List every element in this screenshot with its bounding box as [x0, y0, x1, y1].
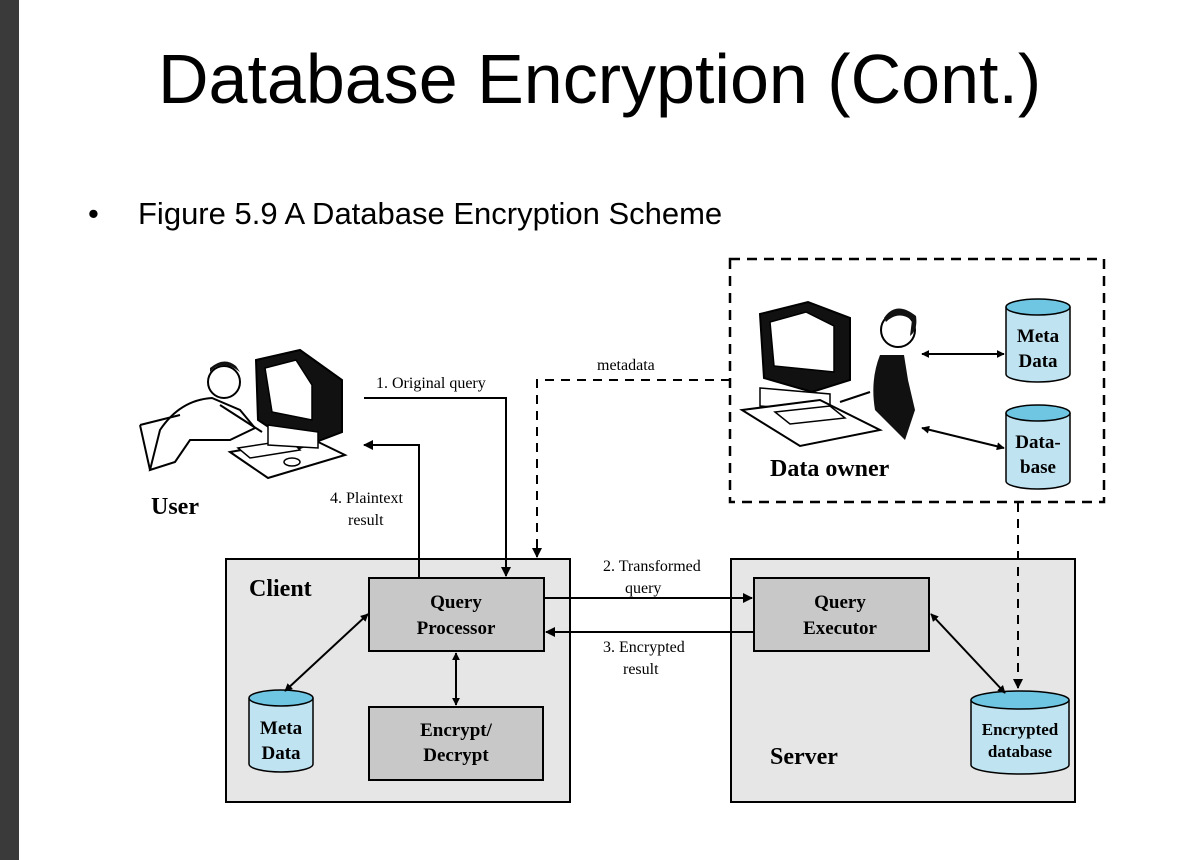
query-executor-line1: Query [814, 592, 866, 613]
encrypted-database-line1: Encrypted [982, 720, 1059, 739]
encrypt-decrypt-box [368, 706, 544, 781]
client-meta-data-cylinder: Meta Data [248, 689, 314, 773]
encrypted-result-line1: 3. Encrypted [603, 639, 685, 656]
owner-meta-data-line2: Data [1018, 351, 1058, 372]
client-label: Client [249, 576, 312, 602]
encrypt-decrypt-line2: Decrypt [423, 745, 489, 766]
transformed-query-line1: 2. Transformed [603, 558, 701, 575]
client-meta-data-line1: Meta [260, 718, 303, 739]
metadata-arrow [532, 379, 730, 558]
query-executor-box [753, 577, 930, 652]
encrypt-decrypt-line1: Encrypt/ [420, 720, 493, 741]
plaintext-result-arrow [363, 440, 420, 577]
query-processor-line2: Processor [417, 618, 496, 639]
executor-database-arrow [930, 613, 1006, 694]
slide-title: Database Encryption (Cont.) [158, 40, 1042, 118]
owner-database-line1: Data- [1015, 432, 1060, 453]
query-processor-line1: Query [430, 592, 482, 613]
original-query-label: 1. Original query [376, 375, 486, 392]
owner-database-arrow [921, 425, 1005, 451]
owner-meta-data-line1: Meta [1017, 326, 1060, 347]
owner-meta-data-cylinder: Meta Data [1005, 298, 1071, 383]
query-processor-box [368, 577, 545, 652]
data-owner-label: Data owner [770, 456, 890, 482]
encrypted-database-line2: database [988, 742, 1053, 761]
user-at-computer-illustration [139, 348, 348, 480]
query-executor-line2: Executor [803, 618, 877, 639]
bullet-point: • [88, 196, 99, 231]
encrypted-result-line2: result [623, 661, 659, 678]
transformed-query-line2: query [625, 580, 661, 597]
processor-metadata-arrow [284, 613, 369, 692]
original-query-arrow [364, 397, 511, 577]
user-label: User [151, 494, 199, 520]
server-label: Server [770, 744, 838, 770]
data-owner-at-computer-illustration [739, 300, 917, 448]
left-edge-bar [0, 0, 19, 860]
metadata-label: metadata [597, 357, 655, 374]
figure-caption: Figure 5.9 A Database Encryption Scheme [138, 196, 723, 231]
owner-database-cylinder: Data- base [1005, 404, 1071, 490]
client-meta-data-line2: Data [261, 743, 301, 764]
plaintext-result-line1: 4. Plaintext [330, 490, 403, 507]
owner-database-line2: base [1020, 457, 1056, 478]
plaintext-result-line2: result [348, 512, 384, 529]
encrypted-database-cylinder: Encrypted database [970, 690, 1070, 775]
